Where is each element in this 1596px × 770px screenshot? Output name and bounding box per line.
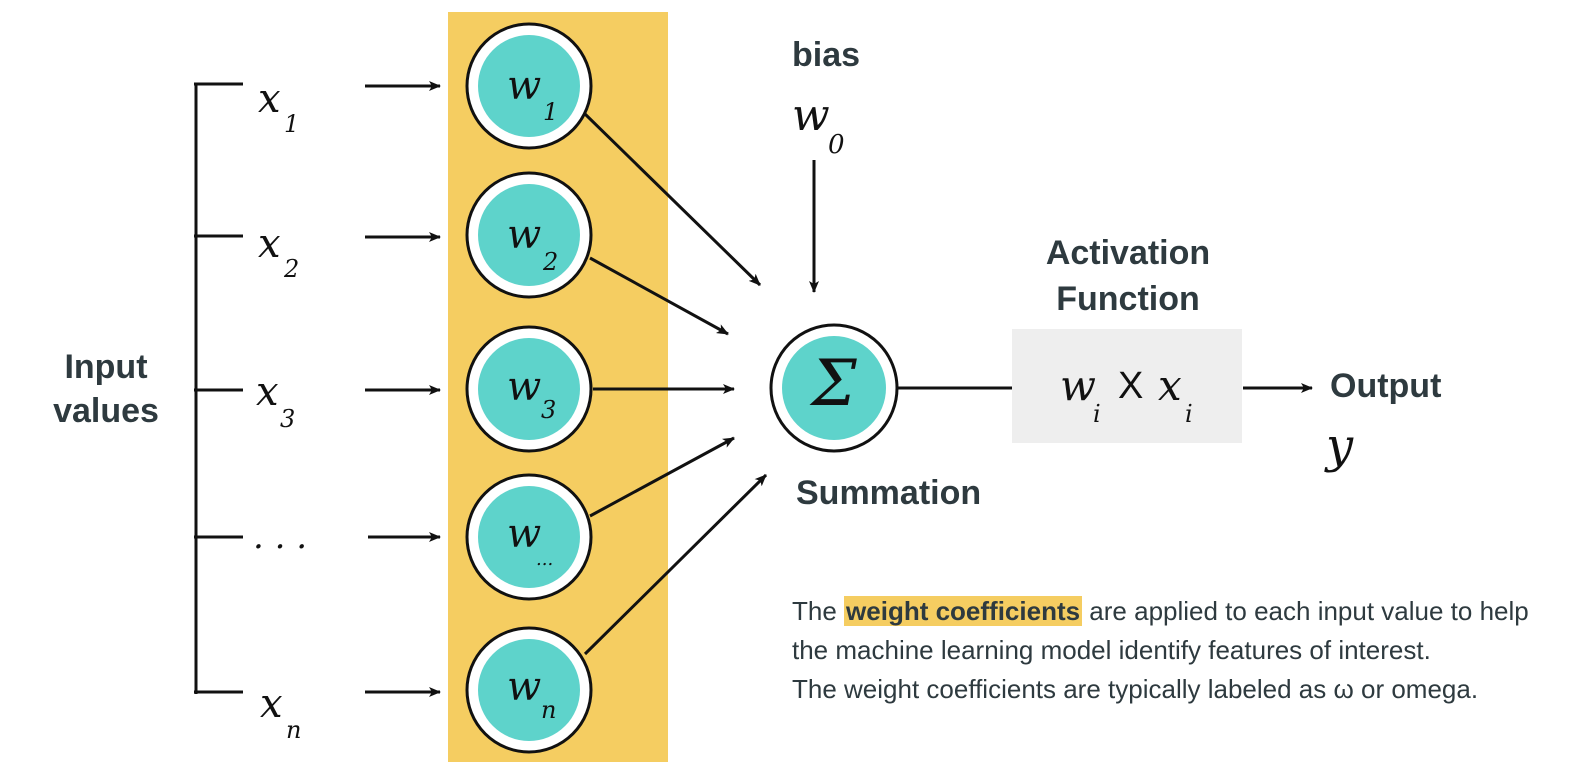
svg-text:n: n: [541, 696, 556, 724]
svg-text:3: 3: [541, 396, 556, 424]
weight-node-w2: w 2: [465, 171, 593, 299]
svg-text:i: i: [1093, 400, 1101, 428]
svg-text:2: 2: [283, 255, 299, 283]
summation-label: Summation: [796, 474, 981, 512]
svg-text:x: x: [260, 681, 283, 727]
svg-text:w: w: [507, 664, 541, 710]
input-x2: x 2: [258, 221, 299, 283]
svg-text:3: 3: [280, 405, 295, 433]
svg-text:x: x: [258, 221, 281, 267]
svg-text:n: n: [286, 716, 301, 744]
svg-text:0: 0: [828, 130, 845, 160]
input-x1: x 1: [258, 76, 299, 138]
caption-line-2: the machine learning model identify feat…: [792, 635, 1431, 665]
input-xn: x n: [260, 681, 301, 744]
svg-text:w: w: [507, 364, 541, 410]
activation-label-line2: Function: [1056, 280, 1200, 318]
svg-text:w: w: [792, 90, 830, 141]
svg-text:2: 2: [542, 248, 558, 276]
svg-text:w: w: [507, 511, 541, 557]
caption-line-3: The weight coefficients are typically la…: [792, 674, 1479, 704]
caption-line1-rest: are applied to each input value to help: [1082, 596, 1529, 626]
input-values-label-line2: values: [53, 392, 159, 430]
output-symbol: y: [1324, 418, 1354, 474]
input-bracket: [194, 82, 243, 694]
summation-node: Σ: [769, 323, 899, 453]
svg-text:w: w: [507, 63, 541, 109]
output-label: Output: [1330, 367, 1441, 405]
activation-box: [1012, 329, 1242, 443]
input-values-label: Input: [64, 348, 147, 386]
svg-text:x: x: [256, 369, 279, 415]
svg-text:w: w: [1060, 361, 1096, 410]
activation-formula: w i X x i: [1060, 361, 1193, 428]
bias-symbol: w 0: [792, 90, 845, 160]
svg-text:X: X: [1118, 365, 1143, 407]
svg-text:x: x: [1158, 361, 1182, 410]
input-arrows: [365, 81, 441, 697]
bias-label: bias: [792, 36, 860, 74]
svg-text:1: 1: [543, 98, 558, 126]
input-ellipsis: . . .: [253, 517, 307, 557]
weight-node-w-ellipsis: w ...: [465, 473, 593, 601]
svg-text:x: x: [258, 76, 281, 122]
caption-line-1: The weight coefficients are applied to e…: [792, 592, 1582, 631]
sigma-symbol: Σ: [809, 347, 857, 421]
weight-node-wn: w n: [465, 626, 593, 754]
weight-arrows: [583, 112, 768, 656]
caption-text: The weight coefficients are applied to e…: [792, 592, 1582, 709]
activation-label: Activation: [1046, 234, 1210, 272]
caption-highlight: weight coefficients: [844, 596, 1083, 626]
caption-prefix: The: [792, 596, 845, 626]
weight-node-w1: w 1: [465, 22, 593, 150]
svg-text:1: 1: [284, 110, 299, 138]
svg-text:i: i: [1185, 400, 1193, 428]
weight-node-w3: w 3: [465, 325, 593, 453]
svg-text:w: w: [507, 212, 541, 258]
input-x3: x 3: [256, 369, 295, 433]
svg-text:...: ...: [536, 549, 553, 570]
